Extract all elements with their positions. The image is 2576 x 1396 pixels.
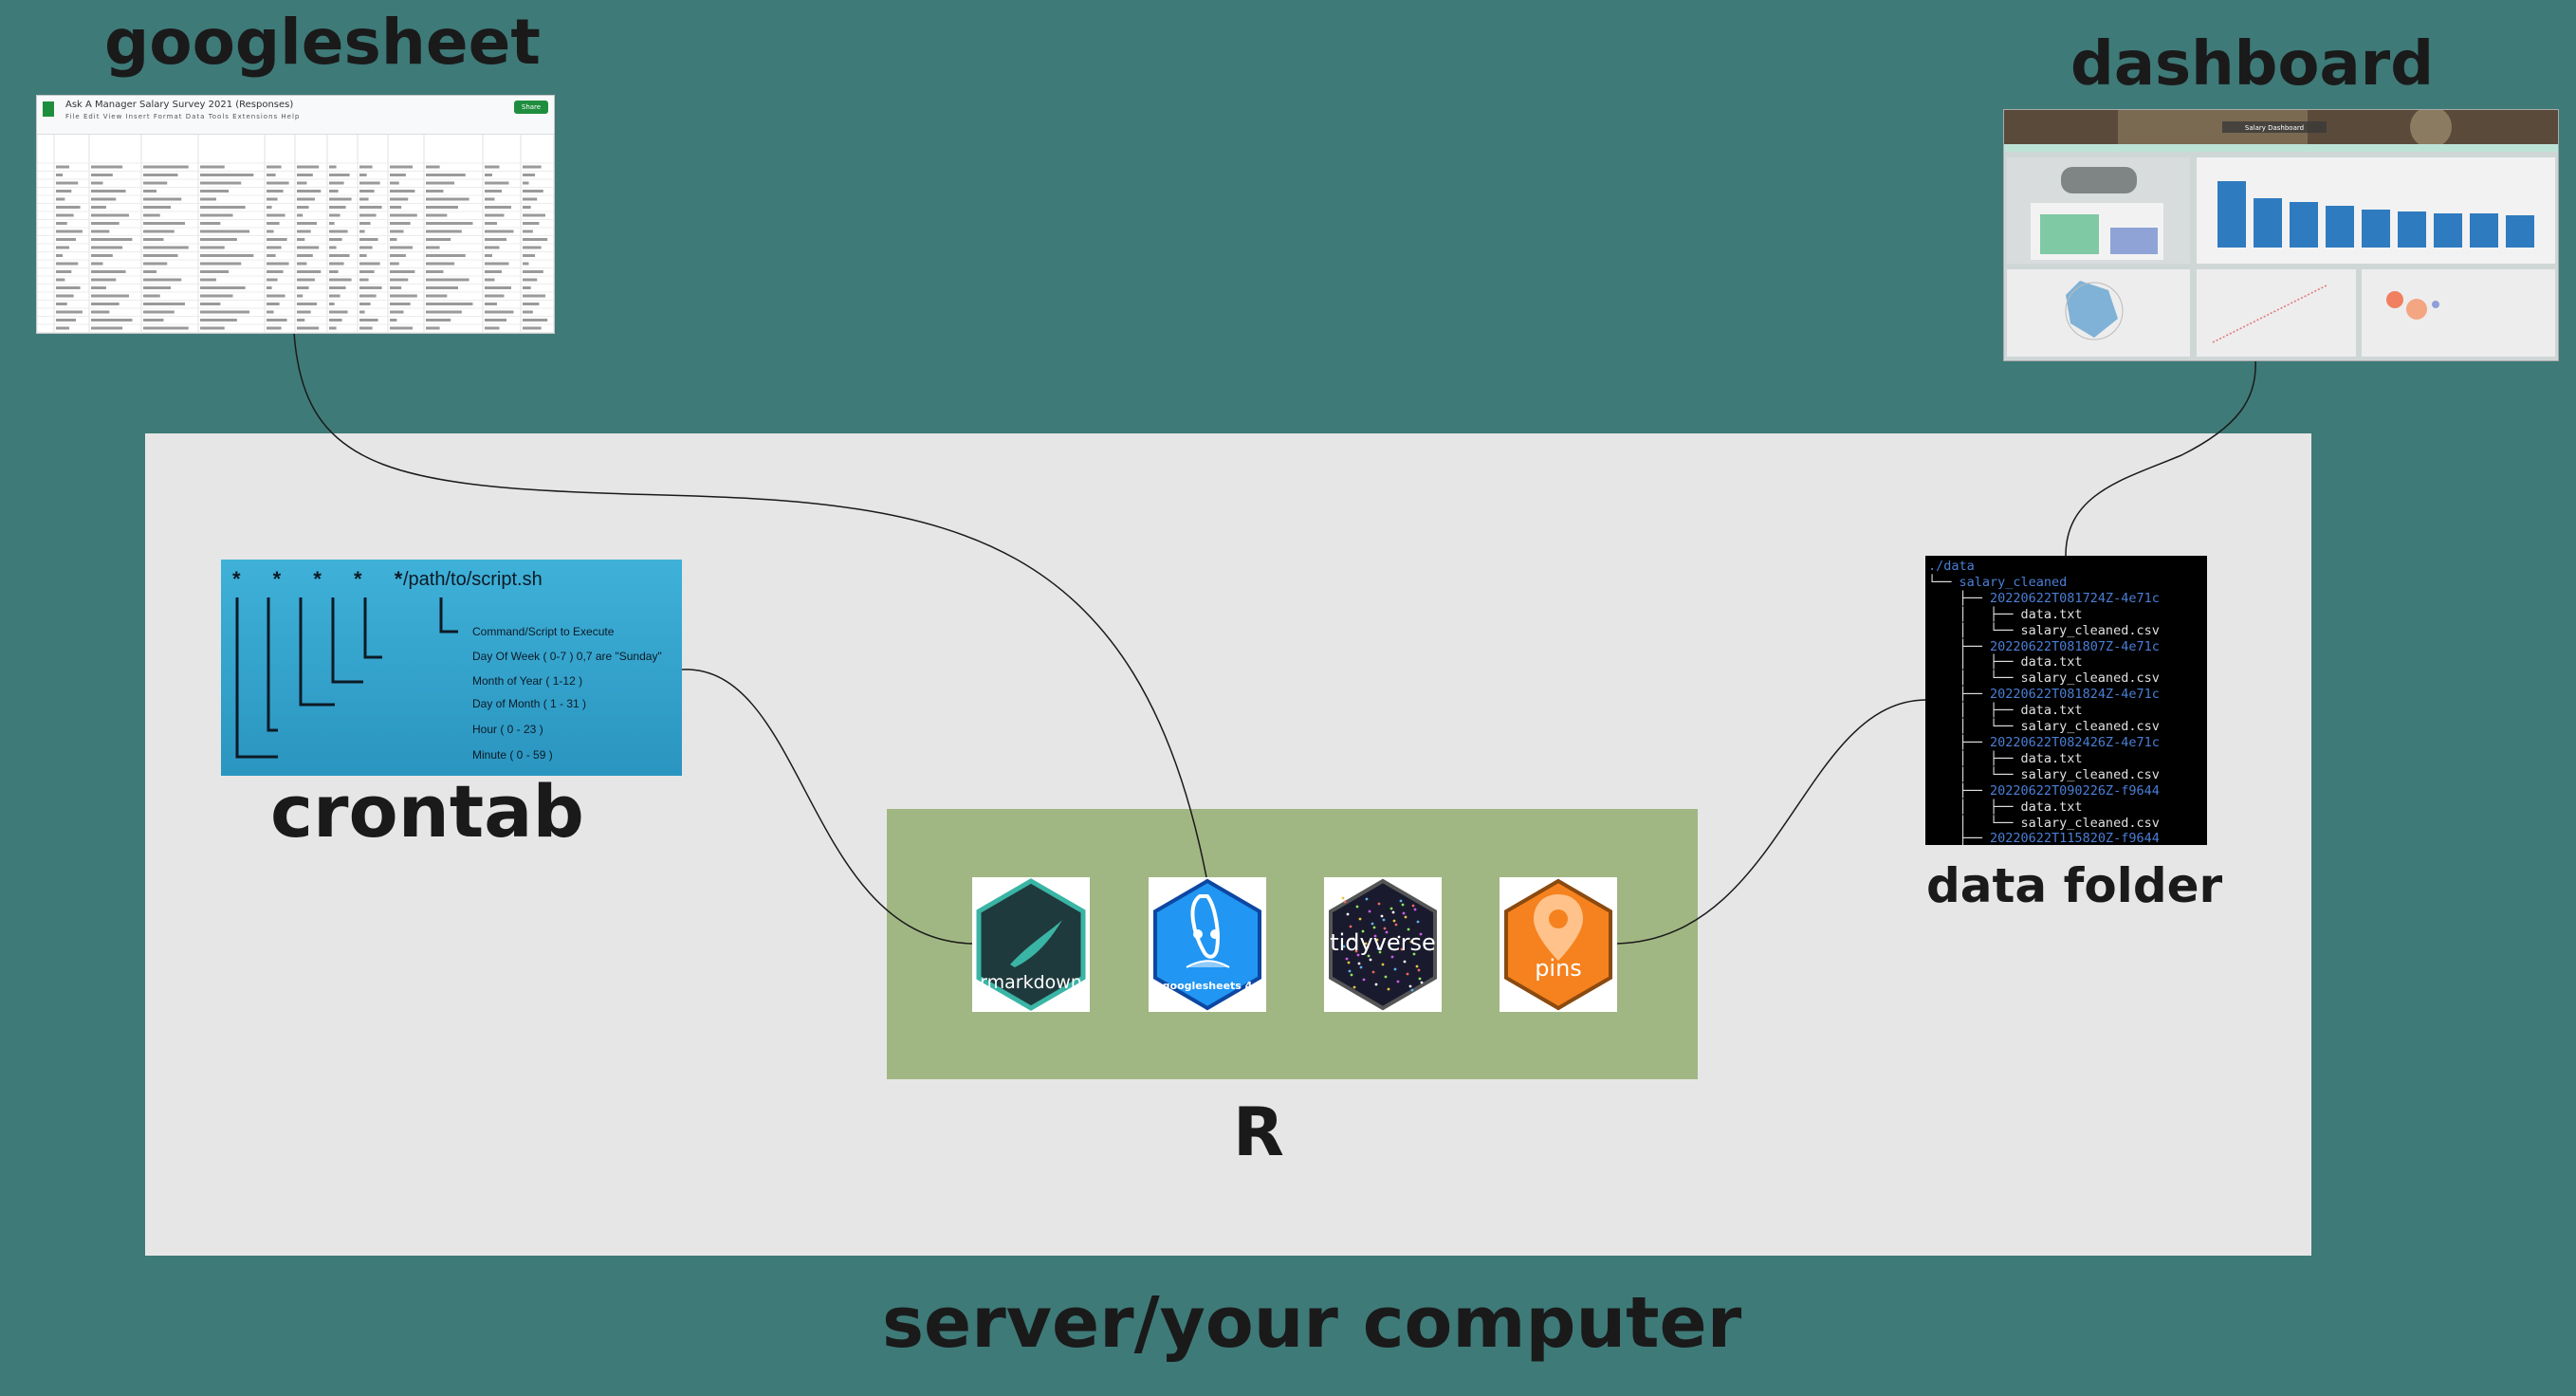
crontab-line: Command/Script to Execute xyxy=(472,625,615,638)
pins-logo: pins xyxy=(1500,877,1617,1012)
tree-file: │ └── salary_cleaned.csv xyxy=(1928,766,2160,782)
tree-dir: ├── 20220622T115820Z-f9644 xyxy=(1928,831,2160,845)
dashboard-thumbnail: Salary Dashboard xyxy=(2003,109,2559,361)
tree-entries: ├── 20220622T081724Z-4e71c │ ├── data.tx… xyxy=(1928,591,2207,845)
googlesheets4-logo-text: googlesheets 4 xyxy=(1162,980,1253,992)
tree-file: │ ├── data.txt xyxy=(1928,654,2083,670)
tree-dir: ├── 20220622T082426Z-4e71c xyxy=(1928,734,2160,750)
dashboard-title: Salary Dashboard xyxy=(2245,124,2304,132)
label-data-folder: data folder xyxy=(1926,858,2223,913)
tree-file: │ ├── data.txt xyxy=(1928,606,2083,622)
googlesheet-grid xyxy=(37,135,554,333)
data-folder-terminal: ./data └── salary_cleaned ├── 20220622T0… xyxy=(1925,556,2207,845)
rmarkdown-logo-text: rmarkdown xyxy=(980,972,1082,993)
crontab-line: Minute ( 0 - 59 ) xyxy=(472,748,553,762)
connector-pins-datafolder xyxy=(1616,699,1926,945)
crontab-line: Day Of Week ( 0-7 ) 0,7 are "Sunday" xyxy=(472,650,662,663)
crontab-line: Month of Year ( 1-12 ) xyxy=(472,674,583,688)
tree-file: │ └── salary_cleaned.csv xyxy=(1928,815,2160,831)
tree-file: │ ├── data.txt xyxy=(1928,799,2083,815)
connector-googlesheet-googlesheets4 xyxy=(293,331,1207,878)
tree-root: ./data xyxy=(1928,559,1975,574)
connector-crontab-rmarkdown xyxy=(681,669,973,945)
tidyverse-logo: tidyverse xyxy=(1324,877,1442,1012)
tree-dir: ├── 20220622T090226Z-f9644 xyxy=(1928,782,2160,799)
pins-logo-text: pins xyxy=(1535,955,1582,982)
rmarkdown-logo: rmarkdown xyxy=(972,877,1090,1012)
googlesheet-thumbnail: Ask A Manager Salary Survey 2021 (Respon… xyxy=(36,95,555,334)
tree-dir: ├── 20220622T081724Z-4e71c xyxy=(1928,590,2160,606)
connector-datafolder-dashboard xyxy=(2065,359,2256,557)
crontab-image: * * * * * /path/to/script.sh Command/Scr… xyxy=(221,560,682,776)
share-button: Share xyxy=(514,101,548,114)
tidyverse-logo-text: tidyverse xyxy=(1330,929,1436,956)
tree-dir: ├── 20220622T081807Z-4e71c xyxy=(1928,638,2160,654)
crontab-path: /path/to/script.sh xyxy=(403,569,543,590)
tree-folder: salary_cleaned xyxy=(1959,574,2068,590)
googlesheet-menu: File Edit View Insert Format Data Tools … xyxy=(65,113,301,120)
tree-dir: ├── 20220622T081824Z-4e71c xyxy=(1928,687,2160,703)
googlesheet-title: Ask A Manager Salary Survey 2021 (Respon… xyxy=(65,100,294,110)
tree-file: │ └── salary_cleaned.csv xyxy=(1928,670,2160,687)
crontab-brackets xyxy=(235,597,458,759)
crontab-line: Hour ( 0 - 23 ) xyxy=(472,723,543,736)
googlesheets4-logo: googlesheets 4 xyxy=(1149,877,1266,1012)
label-crontab: crontab xyxy=(270,769,584,854)
dashboard-preview: Salary Dashboard xyxy=(2004,110,2558,360)
sheets-icon xyxy=(43,101,54,117)
crontab-line: Day of Month ( 1 - 31 ) xyxy=(472,697,587,710)
tree-file: │ ├── data.txt xyxy=(1928,750,2083,766)
label-googlesheet: googlesheet xyxy=(104,6,541,79)
crontab-stars: * * * * * xyxy=(232,567,416,591)
label-dashboard: dashboard xyxy=(2070,29,2434,100)
tree-file: │ ├── data.txt xyxy=(1928,703,2083,719)
tree-file: │ └── salary_cleaned.csv xyxy=(1928,622,2160,638)
tree-file: │ └── salary_cleaned.csv xyxy=(1928,719,2160,735)
googlesheet-toolbar: Ask A Manager Salary Survey 2021 (Respon… xyxy=(37,96,554,135)
label-r: R xyxy=(1233,1093,1284,1171)
label-server: server/your computer xyxy=(882,1282,1742,1364)
